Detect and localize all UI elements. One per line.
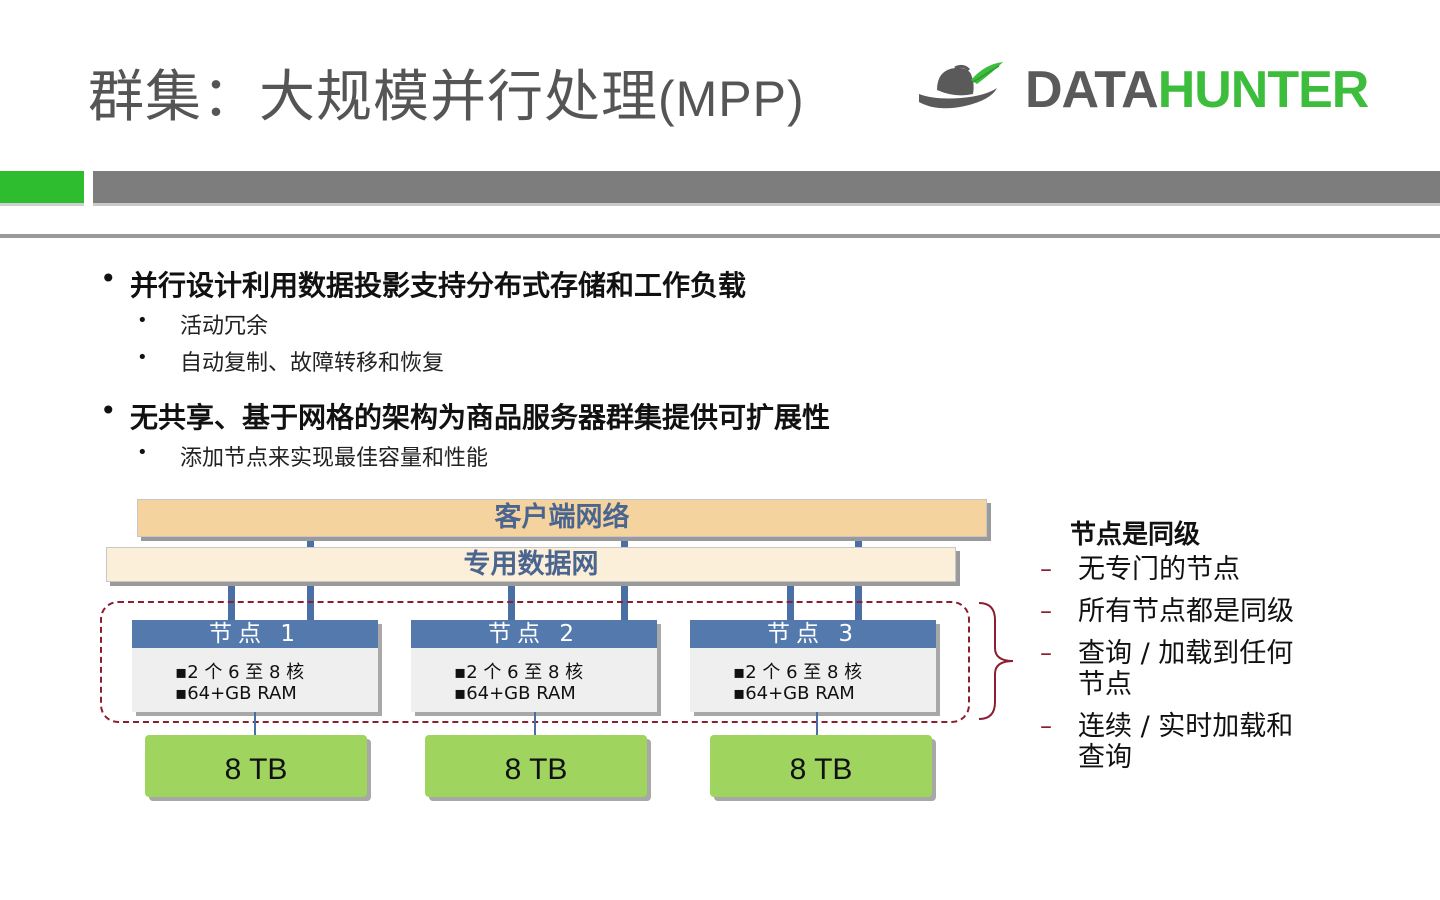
peer-nodes-heading: 节点是同级 bbox=[1070, 520, 1201, 550]
private-connector-2 bbox=[508, 580, 515, 620]
dash-marker: – bbox=[1040, 597, 1052, 625]
node-title: 节点 1 bbox=[132, 620, 378, 648]
peer-note-2: 所有节点都是同级 bbox=[1078, 596, 1294, 627]
slide-title-paren: (MPP) bbox=[658, 71, 805, 127]
dash-marker: – bbox=[1040, 712, 1052, 740]
node-ram: ▪64+GB RAM bbox=[733, 683, 855, 704]
peer-note-line: 无专门的节点 bbox=[1078, 554, 1240, 585]
private-connector-1 bbox=[228, 580, 235, 620]
dash-marker: – bbox=[1040, 555, 1052, 583]
peer-note-4: 连续 / 实时加载和 查询 bbox=[1078, 711, 1293, 773]
sub-bullet-marker: • bbox=[137, 310, 148, 331]
bullet-1-sub-2: 自动复制、故障转移和恢复 bbox=[180, 351, 445, 376]
peer-note-line-2: 节点 bbox=[1078, 669, 1132, 700]
header-accent-bar bbox=[0, 171, 84, 203]
dash-marker: – bbox=[1040, 639, 1052, 667]
bullet-1: 并行设计利用数据投影支持分布式存储和工作负载 bbox=[130, 269, 747, 302]
sub-bullet-marker: • bbox=[137, 347, 148, 368]
peer-note-3: 查询 / 加载到任何 节点 bbox=[1078, 638, 1293, 700]
header-bar bbox=[93, 171, 1440, 203]
header-divider bbox=[0, 234, 1440, 238]
logo-data-text: DATA bbox=[1025, 61, 1159, 119]
peer-note-1: 无专门的节点 bbox=[1078, 554, 1240, 585]
node-card-3: 节点 3 ▪2 个 6 至 8 核 ▪64+GB RAM bbox=[690, 620, 936, 712]
bullet-2-sub-1: 添加节点来实现最佳容量和性能 bbox=[180, 446, 489, 471]
bullet-marker: • bbox=[100, 262, 117, 295]
peer-note-line: 连续 / 实时加载和 bbox=[1078, 711, 1294, 742]
node-ram: ▪64+GB RAM bbox=[175, 683, 297, 704]
peer-note-line-2: 查询 bbox=[1078, 742, 1132, 773]
bullet-1-sub-1: 活动冗余 bbox=[180, 314, 269, 339]
client-network-bar: 客户端网络 bbox=[137, 499, 987, 537]
private-connector-3 bbox=[787, 580, 794, 620]
node-cores: ▪2 个 6 至 8 核 bbox=[175, 662, 305, 683]
slide-title: 群集：大规模并行处理(MPP) bbox=[88, 52, 805, 133]
hat-logo-icon bbox=[919, 62, 1003, 109]
right-brace-icon bbox=[978, 602, 1014, 720]
storage-connector-1 bbox=[254, 712, 256, 736]
node-cores: ▪2 个 6 至 8 核 bbox=[454, 662, 584, 683]
storage-disk-2: 8 TB bbox=[425, 735, 647, 797]
node-card-2: 节点 2 ▪2 个 6 至 8 核 ▪64+GB RAM bbox=[411, 620, 657, 712]
storage-connector-3 bbox=[816, 712, 818, 736]
node-cores: ▪2 个 6 至 8 核 bbox=[733, 662, 863, 683]
storage-disk-3: 8 TB bbox=[710, 735, 932, 797]
storage-disk-1: 8 TB bbox=[145, 735, 367, 797]
peer-note-line: 所有节点都是同级 bbox=[1078, 596, 1294, 627]
node-ram: ▪64+GB RAM bbox=[454, 683, 576, 704]
bullet-marker: • bbox=[100, 394, 117, 427]
header-accent-shadow bbox=[0, 203, 84, 206]
bullet-2: 无共享、基于网格的架构为商品服务器群集提供可扩展性 bbox=[130, 401, 831, 434]
node-title: 节点 2 bbox=[411, 620, 657, 648]
storage-connector-2 bbox=[534, 712, 536, 736]
header-bar-shadow bbox=[93, 203, 1440, 206]
private-data-network-bar: 专用数据网 bbox=[106, 547, 956, 582]
peer-note-line: 查询 / 加载到任何 bbox=[1078, 638, 1294, 669]
logo-wordmark: DATAHUNTER bbox=[1025, 60, 1370, 120]
logo-hunter-text: HUNTER bbox=[1157, 61, 1370, 119]
node-card-1: 节点 1 ▪2 个 6 至 8 核 ▪64+GB RAM bbox=[132, 620, 378, 712]
node-title: 节点 3 bbox=[690, 620, 936, 648]
sub-bullet-marker: • bbox=[137, 442, 148, 463]
slide-title-main: 群集：大规模并行处理 bbox=[88, 65, 658, 130]
